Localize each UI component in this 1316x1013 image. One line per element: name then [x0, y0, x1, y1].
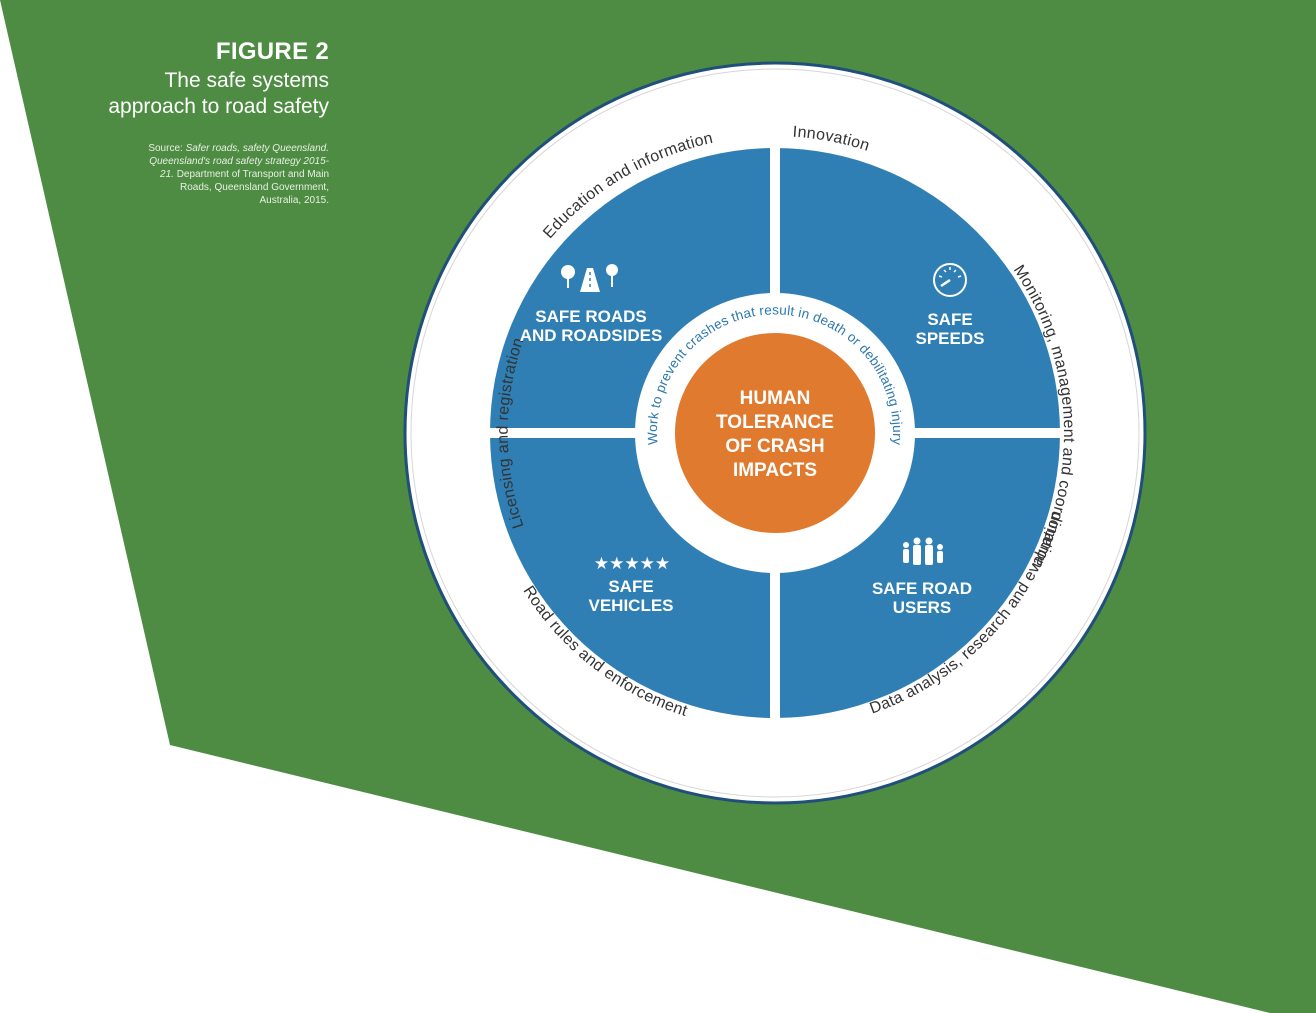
figure-title: The safe systems approach to road safety — [29, 68, 329, 120]
figure-source: Source: Safer roads, safety Queensland. … — [139, 142, 329, 207]
figure-title-line: The safe systems — [164, 69, 329, 92]
center-circle — [675, 333, 875, 533]
speedometer-icon — [933, 263, 967, 297]
figure-caption: FIGURE 2 The safe systems approach to ro… — [29, 38, 329, 207]
figure-title-line: approach to road safety — [108, 95, 329, 118]
family-icon — [903, 537, 943, 565]
source-prefix: Source: — [148, 143, 186, 154]
figure-number: FIGURE 2 — [215, 38, 329, 65]
road-trees-icon — [561, 264, 618, 292]
source-title: Safer roads, safety Queensland. Queensla… — [149, 143, 329, 180]
five-stars-icon: ★★★★★ — [594, 554, 670, 574]
source-publisher: Department of Transport and Main Roads, … — [173, 169, 329, 206]
